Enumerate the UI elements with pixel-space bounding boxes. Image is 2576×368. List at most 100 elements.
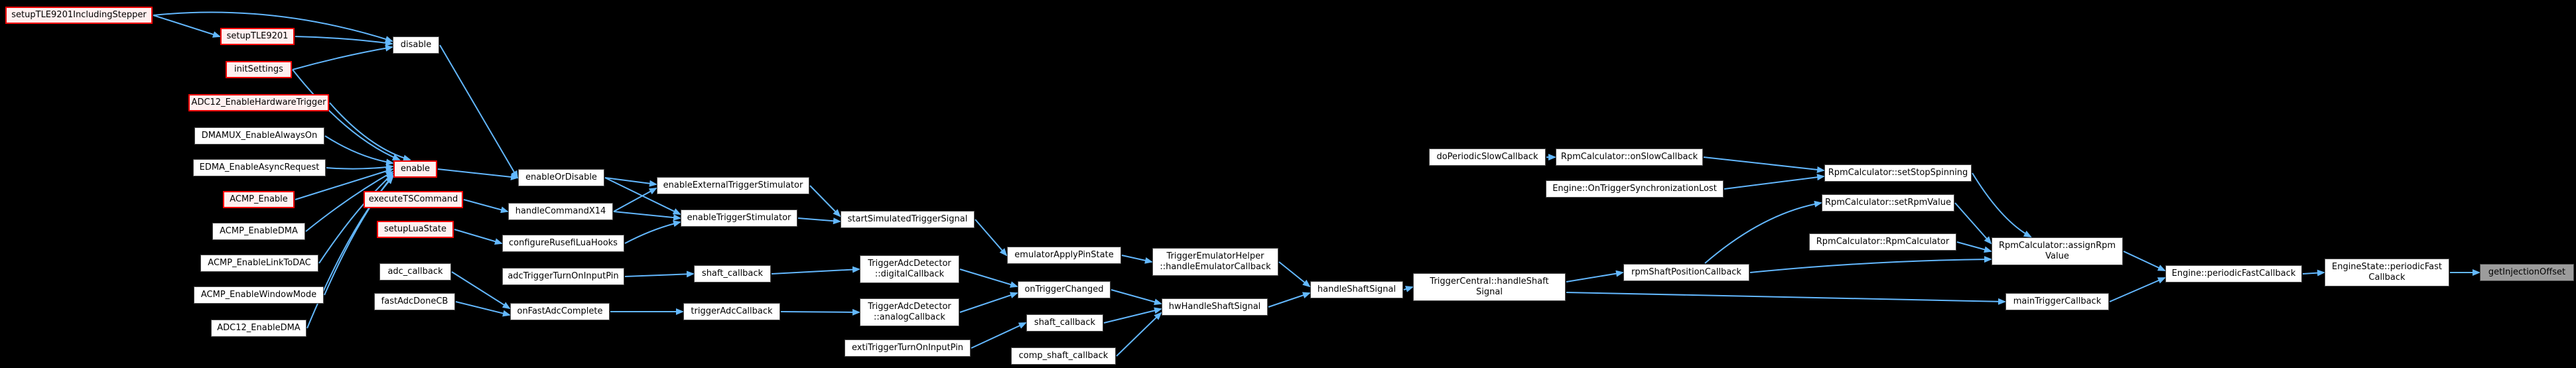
graph-node-label: TriggerEmulatorHelper [1166, 251, 1264, 261]
graph-node-ACMP_Enable[interactable]: ACMP_Enable [223, 191, 295, 208]
graph-node-DMAMUX_EnableAlwaysOn[interactable]: DMAMUX_EnableAlwaysOn [194, 127, 324, 145]
graph-node-label: RpmCalculator::onSlowCallback [1560, 152, 1698, 162]
graph-node-label: ACMP_EnableLinkToDAC [208, 258, 311, 268]
graph-node-extiTriggerTurnOnInputPin[interactable]: extiTriggerTurnOnInputPin [845, 339, 971, 357]
graph-node-label: Signal [1476, 287, 1503, 297]
graph-node-setupTLE9201[interactable]: setupTLE9201 [220, 28, 295, 45]
graph-node-doPeriodicSlowCallback[interactable]: doPeriodicSlowCallback [1429, 149, 1546, 166]
graph-node-setupTLE9201IncludingStepper[interactable]: setupTLE9201IncludingStepper [5, 7, 153, 24]
graph-node-comp_shaft_callback[interactable]: comp_shaft_callback [1011, 347, 1116, 365]
graph-node-label: EngineState::periodicFast [2331, 262, 2443, 272]
edge-disable-to-enableOrDisable [439, 44, 519, 179]
graph-node-TriggerAdcDetector_digitalCallback[interactable]: TriggerAdcDetector::digitalCallback [860, 255, 959, 283]
graph-node-shaft_callback[interactable]: shaft_callback [694, 265, 771, 282]
graph-node-label: handleShaftSignal [1317, 284, 1396, 294]
graph-node-label: shaft_callback [1034, 318, 1096, 328]
graph-node-rpmShaftPositionCallback[interactable]: rpmShaftPositionCallback [1623, 264, 1749, 281]
graph-node-RpmCalculator_setRpmValue[interactable]: RpmCalculator::setRpmValue [1822, 194, 1954, 212]
graph-node-configureRusefiLuaHooks[interactable]: configureRusefiLuaHooks [502, 235, 624, 252]
graph-node-shaft_callback_2[interactable]: shaft_callback [1026, 314, 1103, 332]
graph-node-setupLuaState[interactable]: setupLuaState [377, 221, 454, 238]
graph-node-hwHandleShaftSignal[interactable]: hwHandleShaftSignal [1162, 298, 1268, 316]
edge-extiTriggerTurnOnInputPin-to-shaft_callback_2 [971, 322, 1027, 349]
edge-onTriggerChanged-to-hwHandleShaftSignal [1111, 289, 1162, 306]
graph-node-Engine_OnTriggerSynchronizationLost[interactable]: Engine::OnTriggerSynchronizationLost [1546, 180, 1724, 198]
graph-node-RpmCalculator_setStopSpinning[interactable]: RpmCalculator::setStopSpinning [1824, 164, 1972, 182]
graph-node-mainTriggerCallback[interactable]: mainTriggerCallback [2005, 293, 2109, 310]
graph-node-enable[interactable]: enable [393, 160, 437, 178]
graph-node-label: ::handleEmulatorCallback [1160, 262, 1271, 272]
graph-node-label: ADC12_EnableDMA [217, 323, 301, 333]
edge-adcTriggerTurnOnInputPin-to-shaft_callback [624, 271, 695, 278]
graph-node-enableExternalTriggerStimulator[interactable]: enableExternalTriggerStimulator [657, 177, 809, 194]
edge-comp_shaft_callback-to-hwHandleShaftSignal [1116, 312, 1162, 357]
graph-node-label: comp_shaft_callback [1018, 351, 1109, 361]
graph-node-RpmCalculator_RpmCalculator[interactable]: RpmCalculator::RpmCalculator [1809, 233, 1956, 251]
edge-mainTriggerCallback-to-Engine_periodicFastCallback [2109, 277, 2166, 302]
edge-RpmCalculator_RpmCalculator-to-RpmCalculator_assignRpmValue [1956, 241, 1992, 253]
graph-node-fastAdcDoneCB[interactable]: fastAdcDoneCB [374, 293, 455, 310]
graph-node-label: ADC12_EnableHardwareTrigger [191, 97, 326, 107]
graph-node-enableTriggerStimulator[interactable]: enableTriggerStimulator [681, 210, 797, 227]
graph-node-label: ::digitalCallback [874, 269, 945, 279]
graph-node-adcTriggerTurnOnInputPin[interactable]: adcTriggerTurnOnInputPin [502, 268, 624, 285]
edge-enableTriggerStimulator-to-startSimulatedTriggerSignal [797, 217, 841, 225]
edge-RpmCalculator_assignRpmValue-to-Engine_periodicFastCallback [2123, 251, 2166, 271]
graph-node-label: shaft_callback [701, 269, 764, 278]
graph-node-label: executeTSCommand [368, 194, 458, 204]
edge-emulatorApplyPinState-to-TriggerEmulatorHelper_handleEmulatorCallback [1121, 255, 1153, 264]
graph-node-label: adc_callback [387, 267, 443, 276]
graph-node-disable[interactable]: disable [393, 36, 439, 54]
edge-enableExternalTriggerStimulator-to-startSimulatedTriggerSignal [809, 185, 841, 217]
graph-node-onTriggerChanged[interactable]: onTriggerChanged [1018, 281, 1111, 298]
edge-initSettings-to-disable [292, 44, 393, 70]
edge-TriggerEmulatorHelper_handleEmulatorCallback-to-handleShaftSignal [1278, 261, 1311, 288]
graph-node-onFastAdcComplete[interactable]: onFastAdcComplete [510, 303, 610, 320]
graph-node-ADC12_EnableDMA[interactable]: ADC12_EnableDMA [211, 320, 306, 337]
edge-Engine_OnTriggerSynchronizationLost-to-RpmCalculator_setStopSpinning [1724, 174, 1825, 190]
graph-node-TriggerEmulatorHelper_handleEmulatorCallback[interactable]: TriggerEmulatorHelper::handleEmulatorCal… [1152, 248, 1278, 276]
edge-handleShaftSignal-to-TriggerCentral_handleShaftSignal [1403, 286, 1414, 292]
graph-node-ADC12_EnableHardwareTrigger[interactable]: ADC12_EnableHardwareTrigger [188, 94, 329, 111]
edge-DMAMUX_EnableAlwaysOn-to-enable [324, 135, 394, 166]
graph-node-triggerAdcCallback[interactable]: triggerAdcCallback [683, 303, 780, 320]
graph-node-emulatorApplyPinState[interactable]: emulatorApplyPinState [1007, 247, 1121, 264]
graph-node-ACMP_EnableWindowMode[interactable]: ACMP_EnableWindowMode [194, 286, 324, 304]
graph-node-label: setupLuaState [384, 224, 446, 234]
graph-node-enableOrDisable[interactable]: enableOrDisable [518, 169, 604, 186]
graph-node-adc_callback[interactable]: adc_callback [379, 263, 451, 280]
edge-configureRusefiLuaHooks-to-enableTriggerStimulator [624, 220, 681, 244]
edge-shaft_callback_2-to-hwHandleShaftSignal [1103, 307, 1162, 324]
graph-node-EDMA_EnableAsyncRequest[interactable]: EDMA_EnableAsyncRequest [193, 159, 326, 176]
edge-EDMA_EnableAsyncRequest-to-enable [326, 164, 394, 171]
edge-ADC12_EnableHardwareTrigger-to-enable [329, 102, 411, 162]
edge-setupTLE9201IncludingStepper-to-disable [153, 11, 393, 42]
graph-node-label: mainTriggerCallback [2013, 296, 2102, 306]
edge-initSettings-to-enable [292, 69, 401, 160]
graph-node-startSimulatedTriggerSignal[interactable]: startSimulatedTriggerSignal [841, 211, 975, 228]
graph-node-getInjectionOffset[interactable]: getInjectionOffset [2480, 264, 2574, 281]
graph-node-RpmCalculator_onSlowCallback[interactable]: RpmCalculator::onSlowCallback [1556, 149, 1703, 166]
edge-fastAdcDoneCB-to-onFastAdcComplete [455, 301, 511, 317]
graph-node-label: ACMP_EnableDMA [220, 226, 298, 236]
graph-node-executeTSCommand[interactable]: executeTSCommand [364, 191, 463, 208]
graph-node-TriggerAdcDetector_analogCallback[interactable]: TriggerAdcDetector::analogCallback [860, 298, 959, 326]
edge-ACMP_Enable-to-enable [295, 168, 394, 200]
graph-node-ACMP_EnableDMA[interactable]: ACMP_EnableDMA [212, 223, 305, 240]
graph-node-initSettings[interactable]: initSettings [226, 61, 292, 78]
edge-hwHandleShaftSignal-to-handleShaftSignal [1268, 292, 1311, 308]
graph-node-label: enableExternalTriggerStimulator [663, 180, 803, 190]
graph-node-label: onFastAdcComplete [517, 306, 603, 316]
graph-node-label: hwHandleShaftSignal [1168, 302, 1261, 312]
graph-node-handleShaftSignal[interactable]: handleShaftSignal [1310, 281, 1403, 298]
graph-node-Engine_periodicFastCallback[interactable]: Engine::periodicFastCallback [2165, 265, 2302, 282]
graph-node-ACMP_EnableLinkToDAC[interactable]: ACMP_EnableLinkToDAC [200, 255, 318, 272]
graph-node-label: enableTriggerStimulator [687, 213, 791, 223]
graph-node-label: doPeriodicSlowCallback [1436, 152, 1538, 162]
graph-node-label: extiTriggerTurnOnInputPin [851, 343, 964, 353]
graph-node-handleCommandX14[interactable]: handleCommandX14 [508, 203, 613, 220]
